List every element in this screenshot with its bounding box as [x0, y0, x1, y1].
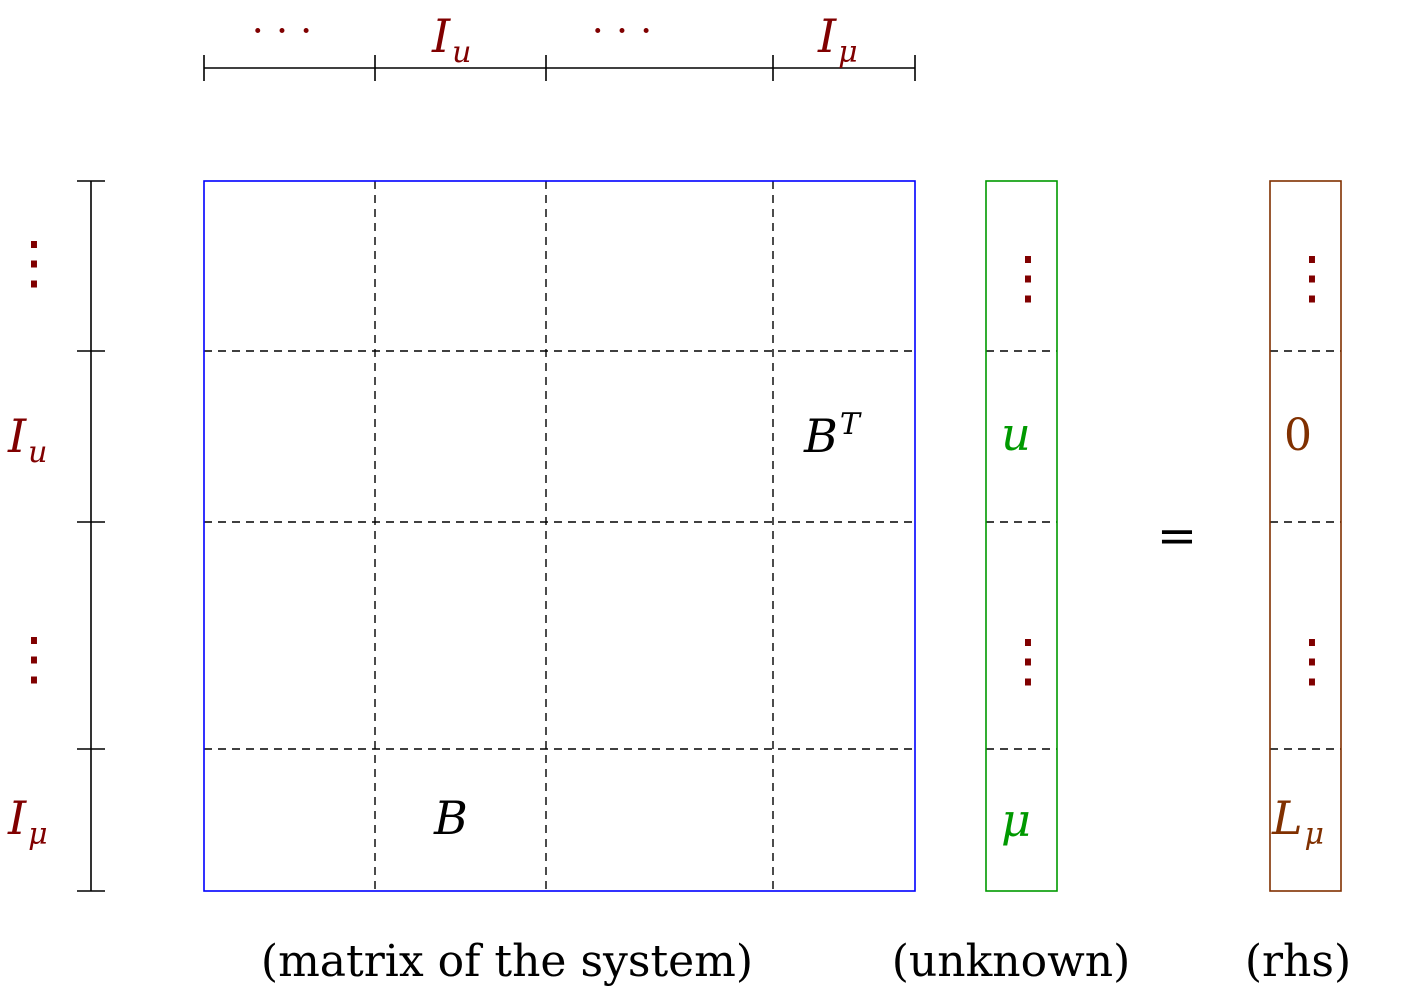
- caption-matrix: (matrix of the system): [261, 936, 753, 987]
- system-matrix: BT B: [203, 180, 916, 892]
- left-label-row3: ⋮: [5, 624, 63, 692]
- caption-rhs: (rhs): [1245, 936, 1351, 987]
- unknown-border: [985, 180, 1058, 892]
- rhs-zero: 0: [1284, 410, 1312, 461]
- rhs-l-mu: Lμ: [1271, 791, 1324, 852]
- top-label-col2: Iu: [431, 9, 472, 70]
- left-label-row1: ⋮: [5, 228, 63, 296]
- left-label-row4: Iμ: [7, 791, 48, 852]
- top-index-ruler: [203, 55, 916, 81]
- rhs-row3: ⋮: [1283, 626, 1341, 694]
- left-label-row2: Iu: [7, 409, 48, 470]
- top-label-col3: · · ·: [592, 9, 652, 53]
- unknown-vector: ⋮ u ⋮ μ: [985, 180, 1058, 892]
- top-label-col1: · · ·: [252, 9, 312, 53]
- block-b: B: [433, 791, 468, 845]
- unknown-u: u: [1001, 407, 1031, 461]
- unknown-mu: μ: [1001, 793, 1031, 847]
- rhs-vector: ⋮ 0 ⋮ Lμ: [1269, 180, 1342, 892]
- matrix-border: [203, 180, 916, 892]
- block-b-transpose: BT: [803, 407, 862, 463]
- matrix-grid-lines: [204, 181, 915, 891]
- unknown-row1: ⋮: [999, 243, 1057, 311]
- caption-unknown: (unknown): [892, 936, 1131, 987]
- rhs-row1: ⋮: [1283, 243, 1341, 311]
- rhs-border: [1269, 180, 1342, 892]
- unknown-row3: ⋮: [999, 626, 1057, 694]
- left-index-ruler: [77, 180, 105, 892]
- equals-sign: =: [1157, 508, 1197, 564]
- top-label-col4: Iμ: [817, 9, 858, 70]
